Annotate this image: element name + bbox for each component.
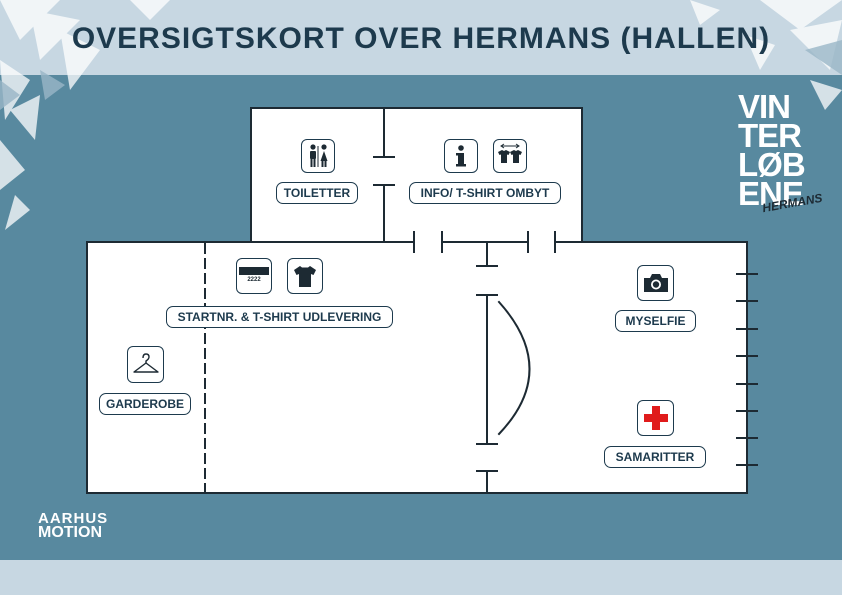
tshirt-swap-icon	[493, 139, 527, 173]
logo-line-3: LØB	[738, 146, 806, 183]
label-info: INFO/ T-SHIRT OMBYT	[409, 182, 561, 204]
logo-line-2: TER	[738, 117, 802, 154]
label-toiletter: TOILETTER	[276, 182, 358, 204]
tshirt-icon	[287, 258, 323, 294]
logo-line-1: VIN	[738, 88, 791, 125]
label-myselfie: MYSELFIE	[615, 310, 696, 332]
aarhus-motion-logo: AARHUS MOTION	[38, 510, 109, 541]
toilet-icon	[301, 139, 335, 173]
first-aid-icon	[637, 400, 674, 436]
footer-band	[0, 560, 842, 595]
motion-text: MOTION	[38, 524, 102, 541]
bib-number-text: 2222	[247, 277, 261, 283]
info-icon	[444, 139, 478, 173]
label-garderobe: GARDEROBE	[99, 393, 191, 415]
logo-line-4: ENE	[738, 175, 804, 212]
camera-icon	[637, 265, 674, 301]
bib-number-icon: 2222	[236, 258, 272, 294]
aarhus-text: AARHUS	[38, 510, 109, 527]
label-samaritter: SAMARITTER	[604, 446, 706, 468]
hanger-icon	[127, 346, 164, 383]
label-startnr: STARTNR. & T-SHIRT UDLEVERING	[166, 306, 393, 328]
vinterlobene-logo: VIN TER LØB ENE	[738, 88, 806, 212]
page-title: OVERSIGTSKORT OVER HERMANS (HALLEN)	[71, 22, 771, 55]
